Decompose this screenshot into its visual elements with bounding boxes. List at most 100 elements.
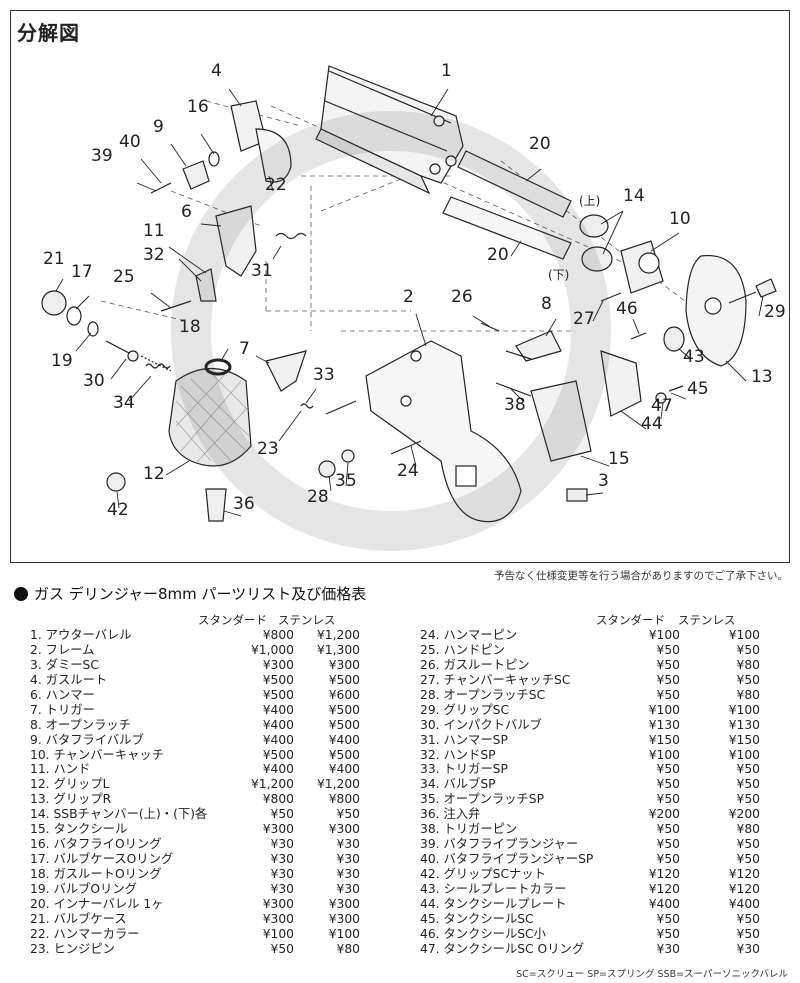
price-stainless: ¥30 bbox=[336, 852, 360, 867]
callout: 3 bbox=[598, 471, 609, 491]
part-name: 43. シールプレートカラー bbox=[420, 881, 567, 896]
part-name: 25. ハンドピン bbox=[420, 642, 505, 657]
price-standard: ¥300 bbox=[262, 657, 294, 672]
parts-list-title-text: ガス デリンジャー8mm パーツリスト及び価格表 bbox=[34, 585, 367, 603]
table-row: 47. タンクシールSC Oリング¥30¥30 bbox=[420, 942, 760, 957]
price-stainless: ¥30 bbox=[736, 941, 760, 956]
part-name: 13. グリップR bbox=[30, 792, 112, 807]
part-name: 3. ダミーSC bbox=[30, 657, 99, 672]
callout: 13 bbox=[751, 367, 773, 387]
callout: 6 bbox=[181, 202, 192, 222]
price-standard: ¥30 bbox=[270, 881, 294, 896]
table-row: 35. オープンラッチSP¥50¥50 bbox=[420, 792, 760, 807]
price-standard: ¥150 bbox=[648, 732, 680, 747]
price-stainless: ¥130 bbox=[728, 717, 760, 732]
table-row: 23. ヒンジピン¥50¥80 bbox=[30, 942, 360, 957]
price-stainless: ¥120 bbox=[728, 867, 760, 881]
price-stainless: ¥600 bbox=[328, 687, 360, 702]
price-stainless: ¥100 bbox=[328, 926, 360, 941]
callout: 9 bbox=[153, 117, 164, 137]
part-name: 32. ハンドSP bbox=[420, 747, 496, 762]
part-name: 12. グリップL bbox=[30, 777, 110, 792]
table-row: 9. バタフライバルブ¥400¥400 bbox=[30, 733, 360, 748]
table-row: 24. ハンマーピン¥100¥100 bbox=[420, 628, 760, 643]
price-stainless: ¥50 bbox=[736, 672, 760, 687]
table-row: 16. バタフライOリング¥30¥30 bbox=[30, 837, 360, 852]
price-standard: ¥50 bbox=[656, 792, 680, 807]
part-name: 7. トリガー bbox=[30, 702, 95, 717]
callout: 29 bbox=[764, 302, 786, 322]
part-name: 14. SSBチャンバー(上)・(下)各 bbox=[30, 807, 208, 822]
price-stainless: ¥200 bbox=[728, 807, 760, 822]
table-row: 8. オープンラッチ¥400¥500 bbox=[30, 718, 360, 733]
table-row: 31. ハンマーSP¥150¥150 bbox=[420, 733, 760, 748]
price-standard: ¥1,200 bbox=[250, 777, 294, 792]
callout: 32 bbox=[143, 245, 165, 265]
price-standard: ¥300 bbox=[262, 822, 294, 837]
price-stainless: ¥80 bbox=[736, 687, 760, 702]
callout: 46 bbox=[616, 299, 638, 319]
callout: 47 bbox=[651, 396, 673, 416]
price-stainless: ¥500 bbox=[328, 747, 360, 762]
price-standard: ¥50 bbox=[656, 762, 680, 777]
table-row: 43. シールプレートカラー¥120¥120 bbox=[420, 882, 760, 897]
table-row: 27. チャンバーキャッチSC¥50¥50 bbox=[420, 673, 760, 688]
price-standard: ¥300 bbox=[262, 896, 294, 911]
parts-list-title: ガス デリンジャー8mm パーツリスト及び価格表 bbox=[14, 583, 366, 604]
callout: 15 bbox=[608, 449, 630, 469]
callout: 21 bbox=[43, 249, 65, 269]
part-name: 10. チャンバーキャッチ bbox=[30, 747, 165, 762]
part-name: 11. ハンド bbox=[30, 762, 91, 777]
price-stainless: ¥1,200 bbox=[316, 628, 360, 642]
price-standard: ¥50 bbox=[656, 837, 680, 852]
price-stainless: ¥30 bbox=[336, 881, 360, 896]
callout: 30 bbox=[83, 371, 105, 391]
header-stainless: ステンレス bbox=[678, 613, 736, 627]
callout: 27 bbox=[573, 309, 595, 329]
price-stainless: ¥100 bbox=[728, 747, 760, 762]
diagram-drawing bbox=[41, 65, 777, 551]
table-row: 30. インパクトバルブ¥130¥130 bbox=[420, 718, 760, 733]
price-stainless: ¥300 bbox=[328, 896, 360, 911]
price-standard: ¥400 bbox=[262, 717, 294, 732]
part-name: 17. バルブケースOリング bbox=[30, 852, 174, 867]
price-standard: ¥500 bbox=[262, 747, 294, 762]
table-row: 2. フレーム¥1,000¥1,300 bbox=[30, 643, 360, 658]
price-stainless: ¥50 bbox=[736, 852, 760, 867]
table-header: スタンダード ステンレス bbox=[30, 612, 360, 628]
table-row: 21. バルブケース¥300¥300 bbox=[30, 912, 360, 927]
part-name: 46. タンクシールSC小 bbox=[420, 926, 546, 941]
table-row: 34. バルブSP¥50¥50 bbox=[420, 777, 760, 792]
bullet-icon bbox=[14, 586, 28, 601]
table-row: 22. ハンマーカラー¥100¥100 bbox=[30, 927, 360, 942]
price-stainless: ¥500 bbox=[328, 672, 360, 687]
callout: 17 bbox=[71, 262, 93, 282]
table-row: 36. 注入弁¥200¥200 bbox=[420, 807, 760, 822]
price-standard: ¥50 bbox=[656, 822, 680, 837]
table-row: 44. タンクシールプレート¥400¥400 bbox=[420, 897, 760, 912]
price-stainless: ¥400 bbox=[728, 896, 760, 911]
price-standard: ¥50 bbox=[656, 911, 680, 926]
price-stainless: ¥800 bbox=[328, 792, 360, 807]
table-row: 19. バルブOリング¥30¥30 bbox=[30, 882, 360, 897]
part-name: 33. トリガーSP bbox=[420, 762, 508, 777]
price-stainless: ¥50 bbox=[336, 807, 360, 822]
part-name: 18. ガスルートOリング bbox=[30, 867, 162, 881]
price-standard: ¥200 bbox=[648, 807, 680, 822]
table-row: 1. アウターバレル¥800¥1,200 bbox=[30, 628, 360, 643]
price-standard: ¥400 bbox=[262, 732, 294, 747]
callout: (上) bbox=[579, 194, 601, 208]
callout: 26 bbox=[451, 287, 473, 307]
table-row: 12. グリップL¥1,200¥1,200 bbox=[30, 777, 360, 792]
price-stainless: ¥100 bbox=[728, 628, 760, 642]
price-stainless: ¥80 bbox=[736, 822, 760, 837]
price-standard: ¥300 bbox=[262, 911, 294, 926]
price-standard: ¥50 bbox=[656, 657, 680, 672]
part-name: 35. オープンラッチSP bbox=[420, 792, 545, 807]
callout: 24 bbox=[397, 461, 419, 481]
table-row: 14. SSBチャンバー(上)・(下)各¥50¥50 bbox=[30, 807, 360, 822]
part-name: 1. アウターバレル bbox=[30, 628, 132, 642]
price-stainless: ¥300 bbox=[328, 911, 360, 926]
